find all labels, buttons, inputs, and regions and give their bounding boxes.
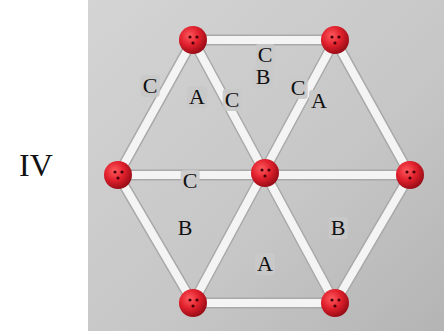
region-letter: B xyxy=(329,217,348,239)
region-letter: B xyxy=(254,66,273,88)
region-letter: B xyxy=(176,217,195,239)
sticks xyxy=(118,40,410,303)
photo-background xyxy=(88,0,444,331)
region-letter: C xyxy=(223,89,242,111)
connector-balls xyxy=(104,26,424,317)
region-letter: C xyxy=(141,75,160,97)
region-letter: A xyxy=(187,86,207,108)
region-letter: C xyxy=(289,77,308,99)
region-letter: A xyxy=(255,253,275,275)
region-letter: A xyxy=(309,90,329,112)
figure-number: IV xyxy=(17,149,55,181)
region-letter: C xyxy=(181,170,200,192)
region-letter: C xyxy=(256,44,275,66)
